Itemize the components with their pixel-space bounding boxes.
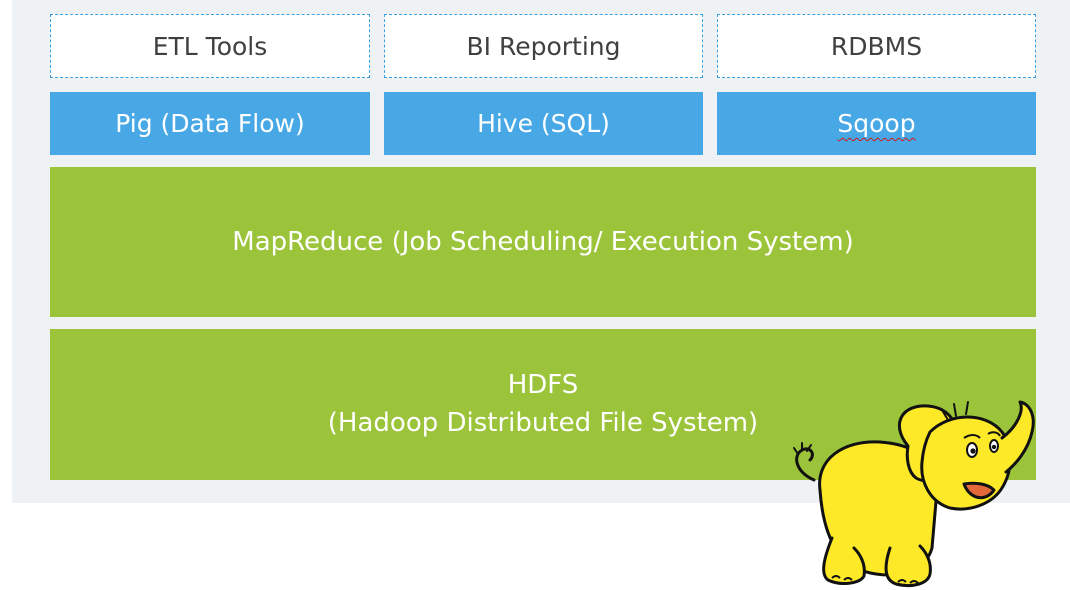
hadoop-elephant-logo bbox=[793, 400, 1035, 588]
rdbms-label: RDBMS bbox=[830, 31, 923, 61]
pig-box: Pig (Data Flow) bbox=[50, 92, 370, 155]
sqoop-box: Sqoop bbox=[717, 92, 1036, 155]
sqoop-label: Sqoop bbox=[837, 109, 916, 138]
pig-label: Pig (Data Flow) bbox=[115, 109, 305, 138]
rdbms-box: RDBMS bbox=[717, 14, 1036, 78]
etl-tools-label: ETL Tools bbox=[152, 31, 268, 61]
hive-label: Hive (SQL) bbox=[477, 109, 610, 138]
mapreduce-layer: MapReduce (Job Scheduling/ Execution Sys… bbox=[50, 167, 1036, 317]
hdfs-subtitle: (Hadoop Distributed File System) bbox=[327, 407, 759, 438]
bi-reporting-label: BI Reporting bbox=[466, 31, 621, 61]
etl-tools-box: ETL Tools bbox=[50, 14, 370, 78]
hive-box: Hive (SQL) bbox=[384, 92, 703, 155]
mapreduce-label: MapReduce (Job Scheduling/ Execution Sys… bbox=[232, 227, 854, 257]
bi-reporting-box: BI Reporting bbox=[384, 14, 703, 78]
hdfs-title: HDFS bbox=[507, 369, 579, 400]
